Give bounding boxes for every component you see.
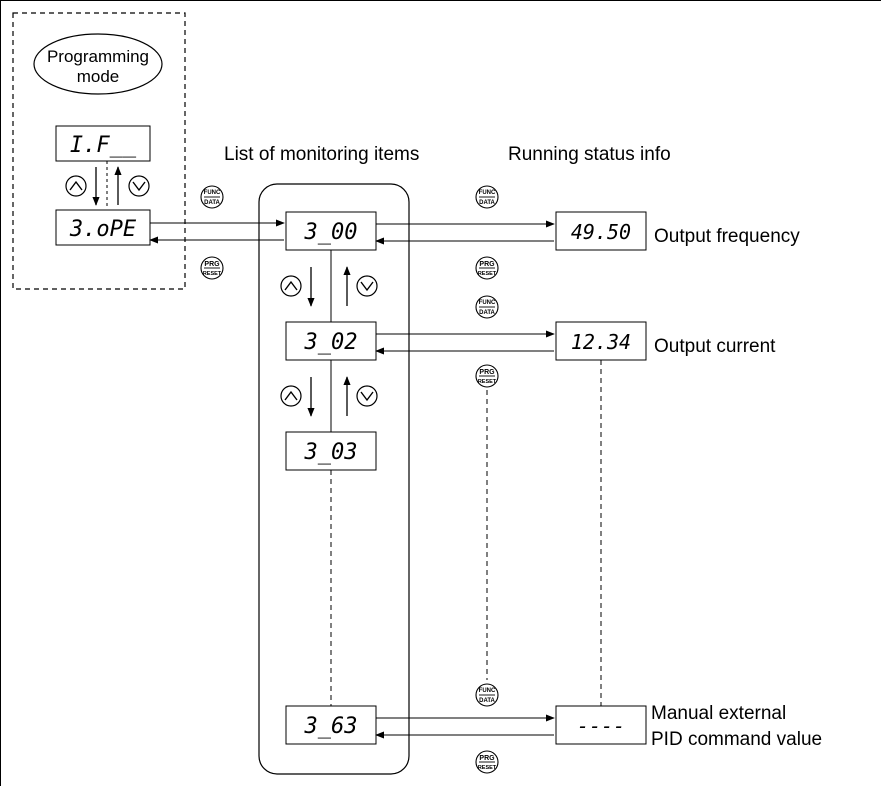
svg-text:FUNC: FUNC xyxy=(479,688,496,694)
down-arrow-key-icon xyxy=(356,385,378,407)
svg-text:DATA: DATA xyxy=(204,200,220,206)
func-data-key-icon: FUNC DATA xyxy=(475,683,499,707)
monitor-display-3-00-value: 3_00 xyxy=(304,220,358,245)
svg-text:DATA: DATA xyxy=(479,698,495,704)
monitoring-list-heading: List of monitoring items xyxy=(224,144,419,165)
svg-text:RESET: RESET xyxy=(478,379,497,385)
svg-text:RESET: RESET xyxy=(478,271,497,277)
svg-text:FUNC: FUNC xyxy=(479,300,496,306)
status-display-frequency-value: 49.50 xyxy=(571,220,631,244)
manual-pid-label-line1: Manual external xyxy=(651,703,786,724)
monitor-display-3-02-value: 3_02 xyxy=(304,330,358,355)
monitor-display-3-63-value: 3_63 xyxy=(304,714,358,739)
status-display-current-value: 12.34 xyxy=(571,330,631,354)
prg-reset-key-icon: PRG RESET xyxy=(475,256,499,280)
monitor-display-3-03-value: 3_03 xyxy=(304,440,358,465)
down-arrow-key-icon xyxy=(128,175,150,197)
func-data-key-icon: FUNC DATA xyxy=(475,295,499,319)
program-display-1-value: I.F__ xyxy=(70,133,137,158)
up-arrow-key-icon xyxy=(65,175,87,197)
programming-mode-bubble xyxy=(33,33,163,95)
svg-text:FUNC: FUNC xyxy=(479,190,496,196)
svg-text:DATA: DATA xyxy=(479,310,495,316)
svg-text:PRG: PRG xyxy=(479,755,495,762)
manual-pid-label-line2: PID command value xyxy=(651,729,822,750)
prg-reset-key-icon: PRG RESET xyxy=(475,364,499,388)
running-status-heading: Running status info xyxy=(508,144,671,165)
program-display-2 xyxy=(55,209,151,246)
status-display-pid-value: ---- xyxy=(577,714,625,738)
prg-reset-key-icon: PRG RESET xyxy=(200,256,224,280)
programming-mode-group xyxy=(12,12,186,290)
programming-mode-label-line2: mode xyxy=(77,67,120,86)
monitoring-list-box xyxy=(258,183,410,775)
monitor-display-3-63 xyxy=(285,705,377,745)
svg-text:RESET: RESET xyxy=(478,765,497,771)
up-arrow-key-icon xyxy=(280,275,302,297)
output-frequency-label: Output frequency xyxy=(654,226,800,247)
svg-text:FUNC: FUNC xyxy=(204,190,221,196)
svg-text:RESET: RESET xyxy=(203,271,222,277)
svg-text:PRG: PRG xyxy=(204,261,220,268)
svg-text:PRG: PRG xyxy=(479,261,495,268)
up-arrow-key-icon xyxy=(280,385,302,407)
status-display-current xyxy=(555,321,647,361)
svg-text:DATA: DATA xyxy=(479,200,495,206)
prg-reset-key-icon: PRG RESET xyxy=(475,750,499,774)
program-display-2-value: 3.oPE xyxy=(69,217,137,242)
func-data-key-icon: FUNC DATA xyxy=(475,185,499,209)
programming-mode-label-line1: Programming xyxy=(47,47,149,66)
monitor-display-3-02 xyxy=(285,321,377,361)
svg-text:PRG: PRG xyxy=(479,369,495,376)
down-arrow-key-icon xyxy=(356,275,378,297)
status-display-pid xyxy=(555,705,647,745)
func-data-key-icon: FUNC DATA xyxy=(200,185,224,209)
status-display-frequency xyxy=(555,211,647,251)
program-display-1 xyxy=(55,125,151,162)
output-current-label: Output current xyxy=(654,336,776,357)
